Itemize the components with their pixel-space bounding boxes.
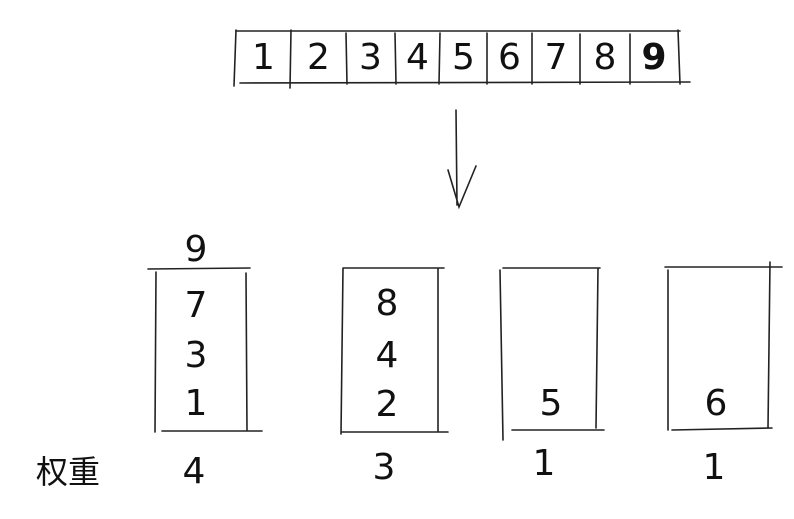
array-cell-divider <box>233 29 237 87</box>
array-cell: 6 <box>498 37 521 78</box>
bucket-2-outline <box>340 267 449 435</box>
bucket-item: 4 <box>375 335 399 376</box>
bucket-item: 6 <box>704 383 728 424</box>
array-cell: 3 <box>359 37 382 78</box>
weight-label: 权重 <box>36 453 101 491</box>
array-cell-divider <box>345 32 348 85</box>
array-cell: 5 <box>452 37 475 78</box>
down-arrow-icon <box>447 109 477 210</box>
array-cell-divider <box>677 29 681 85</box>
bucket-item: 7 <box>184 285 208 326</box>
bucket-1-outline <box>147 267 263 433</box>
bucket-item: 5 <box>539 383 563 424</box>
array-bottom-border <box>239 81 691 84</box>
bucket-item: 8 <box>375 283 399 324</box>
bucket-4-outline <box>664 261 783 431</box>
bucket-item: 2 <box>375 384 399 425</box>
array-cell-divider <box>289 29 292 89</box>
array-cell: 7 <box>544 37 568 78</box>
bucket-item: 1 <box>184 383 208 424</box>
bucket-weight: 4 <box>182 451 206 492</box>
array-cell-divider <box>394 32 397 85</box>
array-cell: 4 <box>406 37 429 78</box>
array-cell: 1 <box>252 37 275 78</box>
bucket-weight: 1 <box>532 443 556 484</box>
array-cell-divider <box>438 32 441 85</box>
bucket-weight: 3 <box>372 447 396 488</box>
bucket-3-outline <box>499 267 605 441</box>
array-cell: 2 <box>307 37 330 78</box>
array-cell: 9 <box>641 37 667 78</box>
bucket-top-item: 9 <box>184 229 208 270</box>
array-cell: 8 <box>593 37 617 78</box>
bucket-item: 3 <box>184 335 208 376</box>
bucket-weight: 1 <box>702 447 726 488</box>
